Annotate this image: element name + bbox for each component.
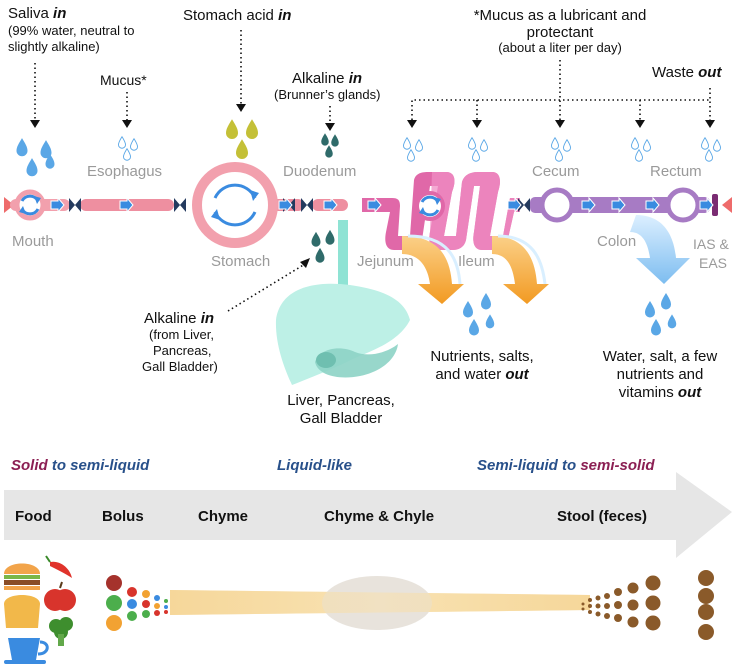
colon-label: Colon <box>597 233 637 250</box>
mucus-note-3: (about a liter per day) <box>498 40 622 55</box>
liver-pancreas-gallbladder <box>275 220 410 385</box>
waste-out: out <box>698 64 722 81</box>
ias-label-1: IAS & <box>693 236 729 252</box>
digestive-tract <box>4 162 732 250</box>
stomach-acid-title: Stomach acid <box>183 7 274 24</box>
waste-title: Waste <box>652 64 694 81</box>
stomach-acid-label: Stomach acid in <box>183 7 291 24</box>
input-dotted-lines <box>34 30 711 312</box>
alkaline2-desc-2: Pancreas, <box>153 343 212 358</box>
bread-icon <box>4 595 40 628</box>
apple-icon <box>44 581 76 611</box>
mouth-label: Mouth <box>12 233 54 250</box>
saliva-title: Saliva <box>8 5 49 22</box>
saliva-desc-2: slightly alkaline) <box>8 39 100 54</box>
alkaline2-title: Alkaline <box>144 310 197 327</box>
absorption-arrows <box>402 215 690 304</box>
alkaline-drops-duodenum <box>321 133 339 158</box>
waste-label: Waste out <box>652 64 721 81</box>
input-arrowheads <box>30 104 715 268</box>
stomach-acid-drops <box>226 119 258 159</box>
liver-label-1: Liver, Pancreas, <box>287 392 395 409</box>
chili-icon <box>45 555 72 578</box>
to-semi-liquid: to semi-liquid <box>51 457 150 474</box>
water-drops <box>645 293 677 336</box>
liver-label-2: Gall Bladder <box>299 410 383 427</box>
alkaline2-in: in <box>200 310 215 327</box>
saliva-desc-1: (99% water, neutral to <box>8 23 135 38</box>
broccoli-icon <box>49 617 73 646</box>
alkaline-drops-liver <box>311 229 335 263</box>
semi-liquid-word: Semi-liquid to <box>477 457 577 474</box>
liquid-like-label: Liquid-like <box>277 457 352 474</box>
nutrients-label-1: Nutrients, salts, <box>430 348 534 365</box>
water-line3: vitamins <box>618 384 674 401</box>
saliva-drops <box>16 138 55 177</box>
saliva-label: Saliva in <box>8 5 66 22</box>
alkaline-in: in <box>348 70 363 87</box>
nutrients-label-2: and water out <box>412 366 552 383</box>
mucus-label: Mucus* <box>100 72 147 88</box>
nutrients-out: out <box>505 366 529 383</box>
stomach-label: Stomach <box>211 253 271 270</box>
bolus-dots <box>106 575 168 631</box>
semi-solid-word: semi-solid <box>580 457 655 474</box>
stool-dots <box>581 570 714 640</box>
water-out: out <box>677 384 702 401</box>
burger-icon <box>4 563 40 590</box>
stage-bolus: Bolus <box>102 508 144 525</box>
water-label-3: vitamins out <box>590 384 730 401</box>
mucus-note-2: protectant <box>526 24 594 41</box>
stage-chyme: Chyme <box>198 508 249 525</box>
stage-stool: Stool (feces) <box>557 508 648 525</box>
stage-food: Food <box>15 508 52 525</box>
ileum-label: Ileum <box>458 253 495 270</box>
alkaline2-desc-3: Gall Bladder) <box>142 359 218 374</box>
alkaline-label: Alkaline in <box>292 70 362 87</box>
ias-label-2: EAS <box>699 255 728 271</box>
alkaline2-label: Alkaline in <box>144 310 214 327</box>
duodenum-label: Duodenum <box>283 163 357 180</box>
mucus-drops-intestine <box>403 137 721 162</box>
solid-word: Solid <box>11 457 48 474</box>
food-transformation <box>4 555 714 664</box>
stage-chyme-chyle: Chyme & Chyle <box>324 508 435 525</box>
stomach-acid-in: in <box>278 7 292 24</box>
nutrient-drops <box>463 293 495 336</box>
mucus-note-1: *Mucus as a lubricant and <box>473 7 647 24</box>
consistency-band <box>4 472 732 558</box>
mucus-drops-esophagus <box>118 136 138 161</box>
jejunum-label: Jejunum <box>357 253 414 270</box>
consistency-solid-label: Solid to semi-liquid <box>11 457 149 474</box>
nutrients-line2: and water <box>435 366 502 383</box>
rectum-label: Rectum <box>650 163 702 180</box>
water-label-2: nutrients and <box>616 366 704 383</box>
alkaline2-desc-1: (from Liver, <box>149 327 215 342</box>
esophagus-label: Esophagus <box>87 163 163 180</box>
consistency-semi-solid-label: Semi-liquid to semi-solid <box>477 457 655 474</box>
alkaline-title: Alkaline <box>292 70 345 87</box>
saliva-in: in <box>53 5 67 22</box>
cup-icon <box>4 638 49 664</box>
water-label-1: Water, salt, a few <box>602 348 718 365</box>
brunners-label: (Brunner’s glands) <box>274 87 381 102</box>
cecum-label: Cecum <box>532 163 580 180</box>
